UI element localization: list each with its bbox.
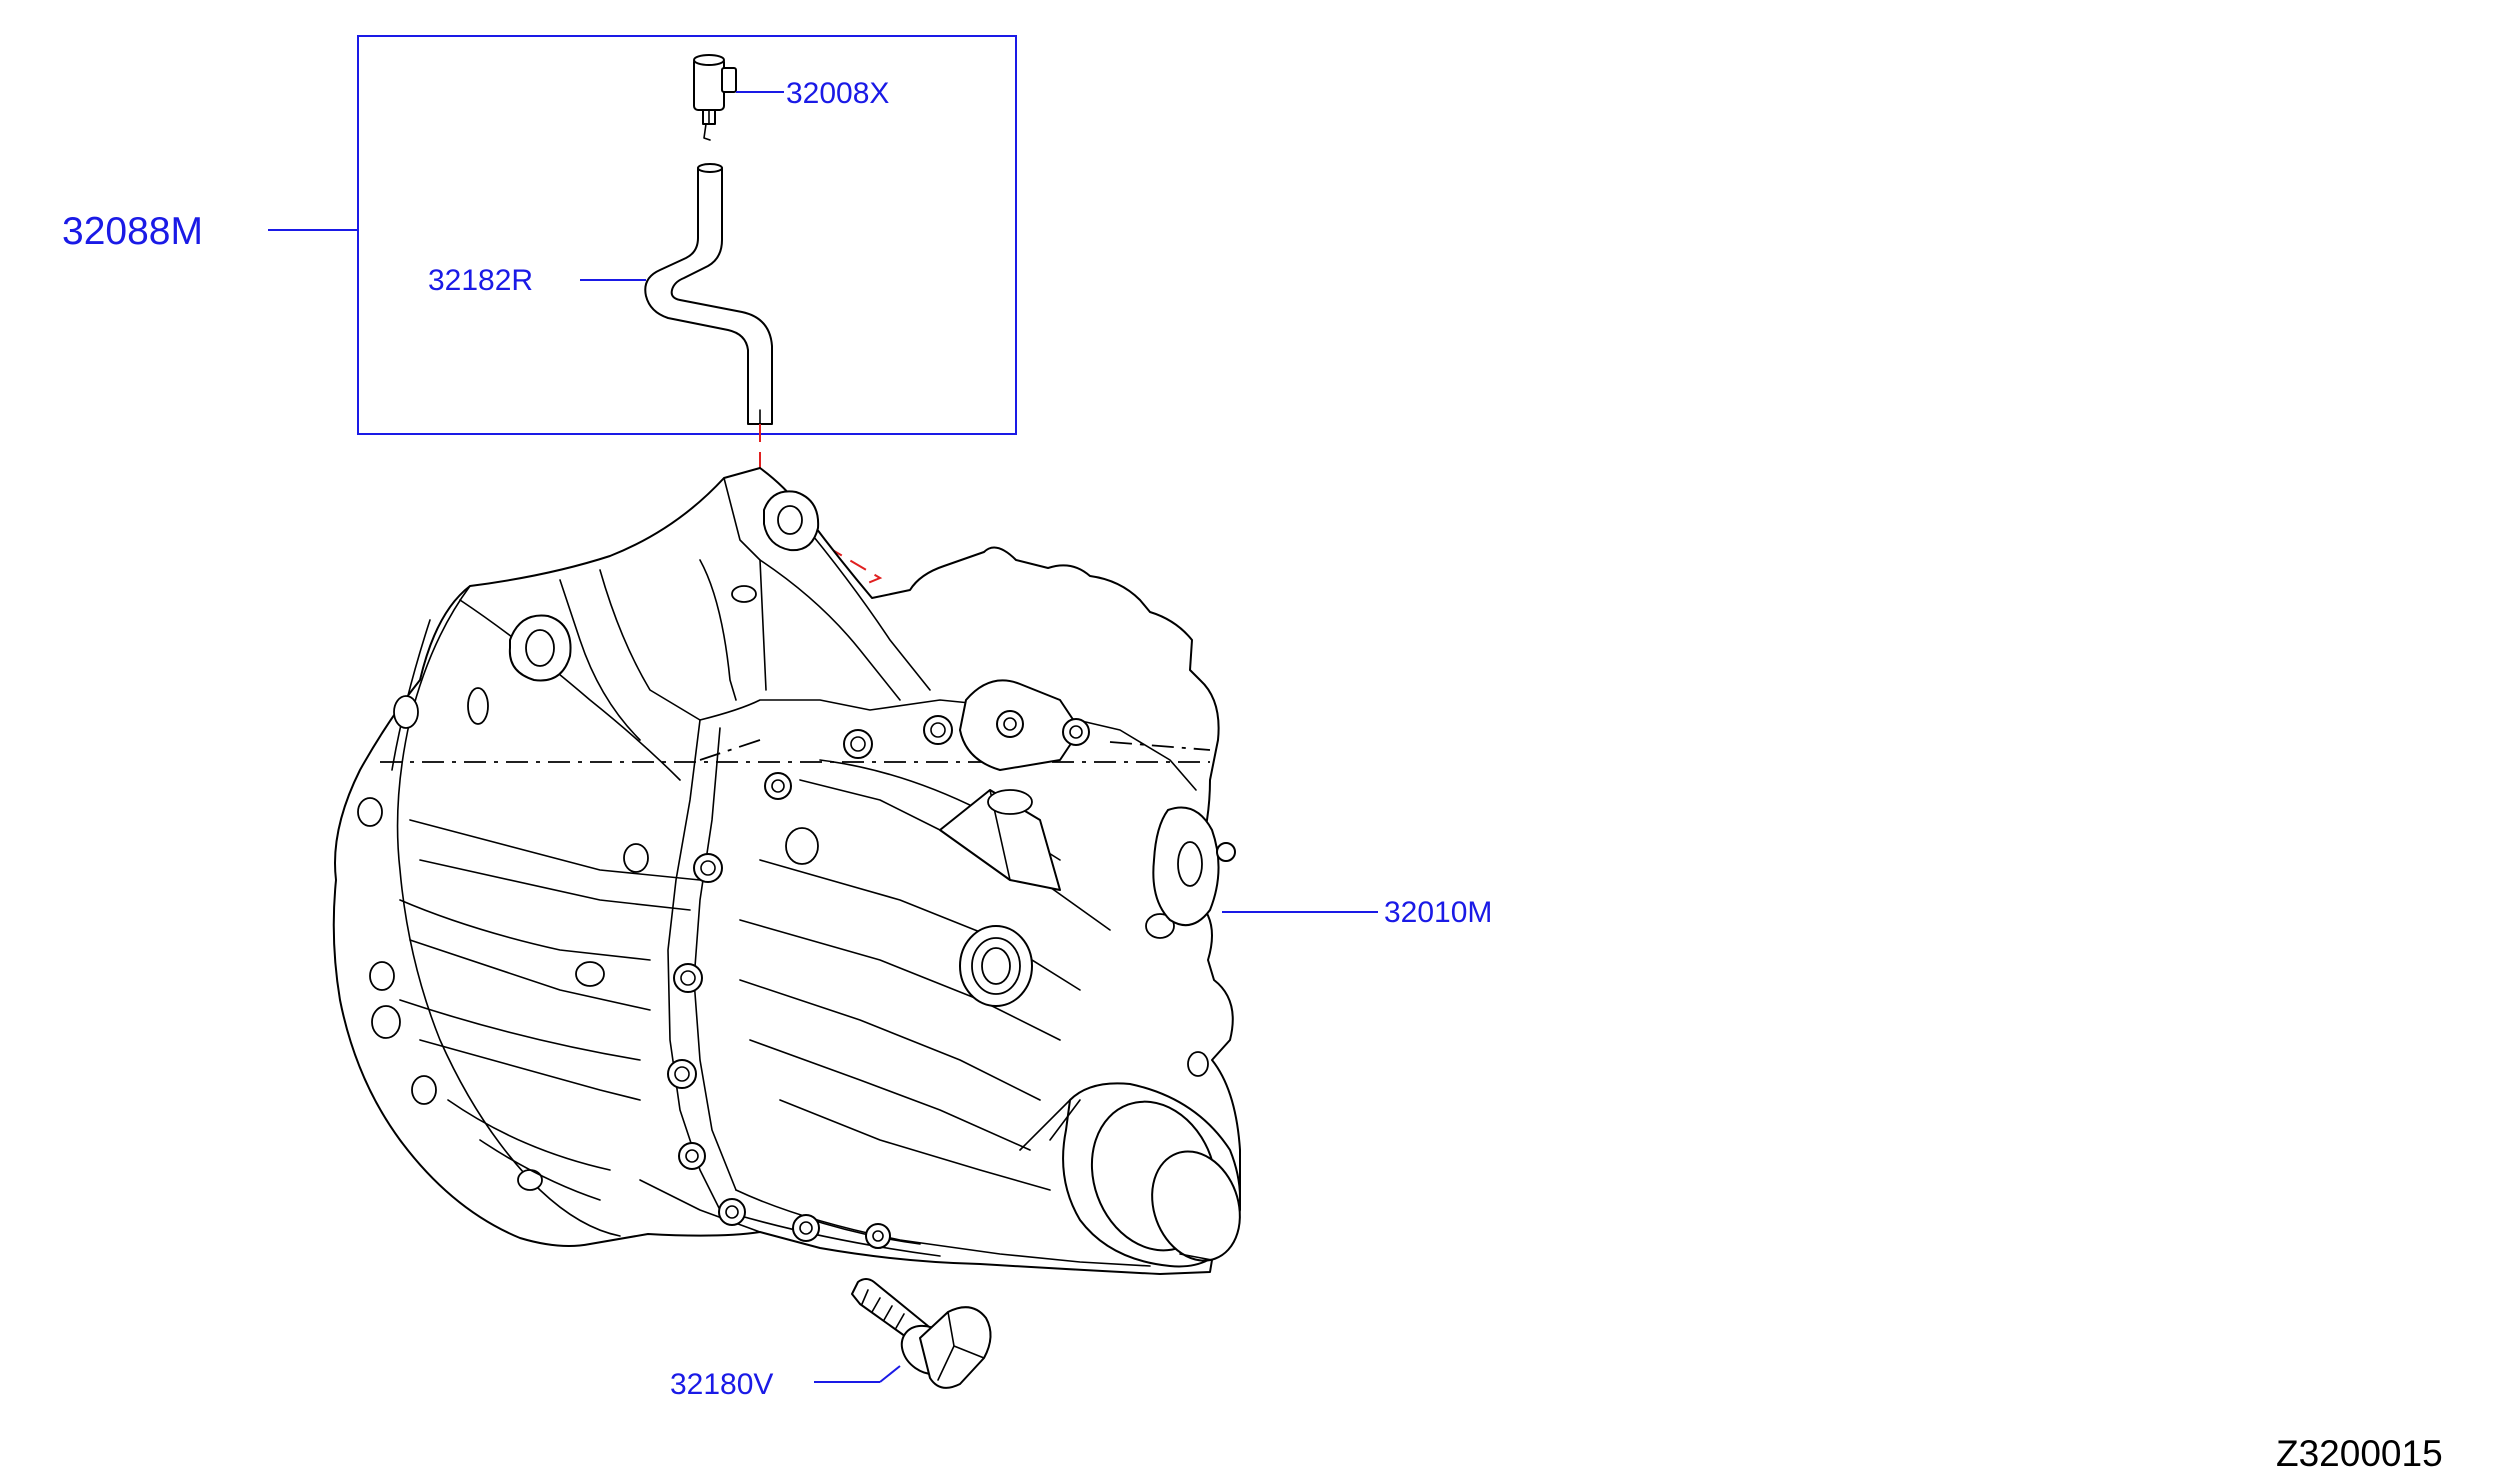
breather-kit-label[interactable]: 32088M (62, 210, 203, 253)
bolt-leader-tick (879, 1365, 901, 1383)
transmission-assy-label[interactable]: 32010M (1384, 896, 1492, 929)
kit-frame (357, 35, 1017, 435)
breather-hose-label[interactable]: 32182R (428, 264, 533, 297)
top-mount-boss (763, 490, 820, 552)
breather-cap-part[interactable] (693, 54, 737, 141)
breather-cap-group: 32008X (693, 54, 889, 141)
bolt-part[interactable] (851, 1278, 992, 1389)
breather-kit-group: 32088M (62, 35, 1017, 435)
right-side-port (1152, 806, 1220, 927)
breather-hose-part[interactable] (644, 163, 773, 425)
transmission-assembly-part[interactable] (332, 467, 1255, 1275)
bolt-group: 32180V (670, 1278, 992, 1401)
side-port (959, 925, 1033, 1007)
output-extension (1019, 1082, 1241, 1268)
upper-left-boss (508, 614, 572, 682)
illustration-reference-code: Z3200015 (2276, 1433, 2443, 1474)
breather-hose-group: 32182R (428, 163, 773, 425)
case-bolts (667, 710, 1236, 1249)
breather-cap-label[interactable]: 32008X (786, 77, 889, 110)
bolt-label[interactable]: 32180V (670, 1368, 773, 1401)
